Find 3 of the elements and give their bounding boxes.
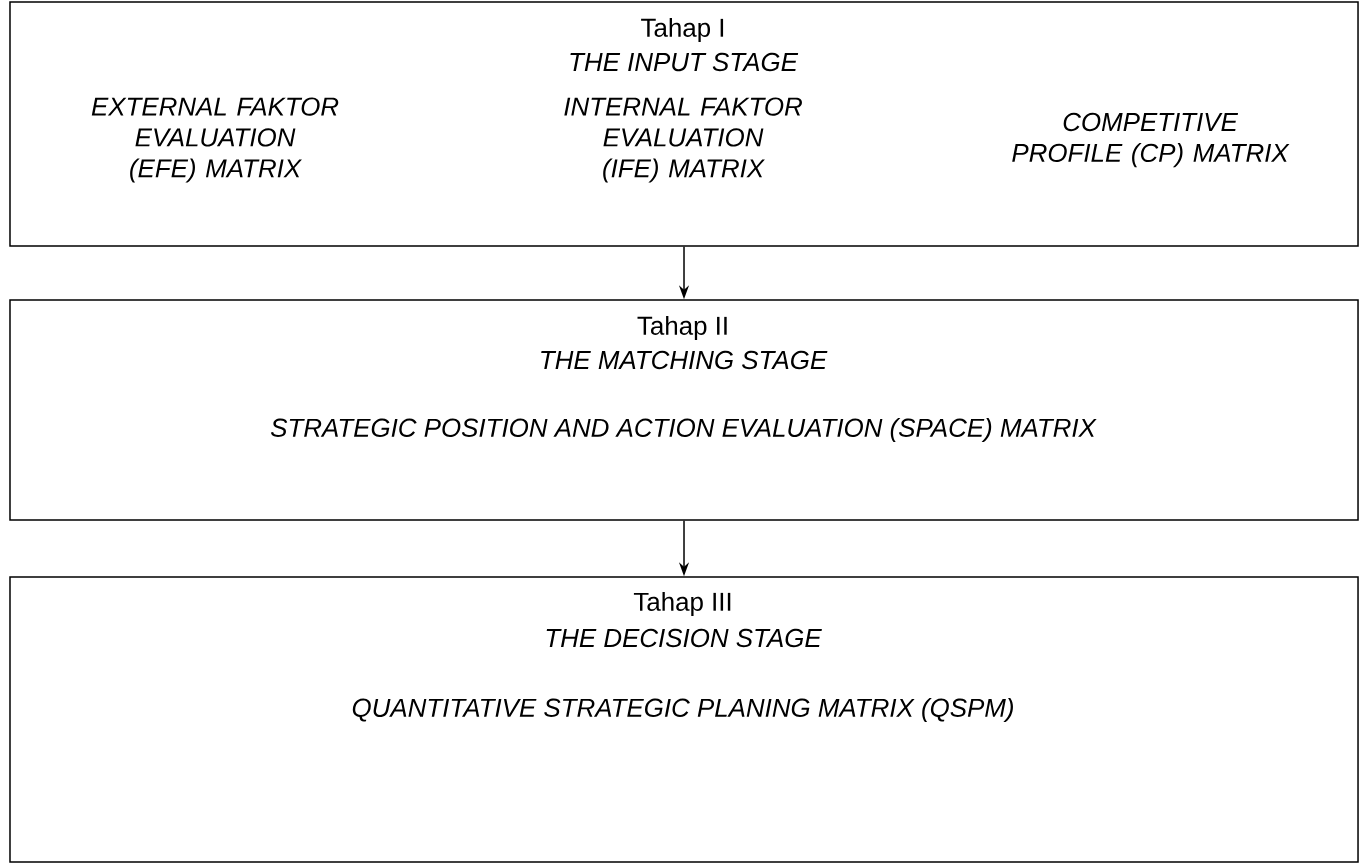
stage-box: Tahap II THE MATCHING STAGE STRATEGIC POSITION AND ACTION EVALUATION (SPACE) MATRIX — [9, 299, 1359, 521]
stage-box: Tahap I THE INPUT STAGE EXTERNAL FAKTOR EVALUATION (EFE) MATRIX INTERNAL FAKTOR EVALUATION (IFE) MATRIX COMPETITIVE PROFILE (CP) MATRIX — [9, 1, 1359, 247]
stage-box: Tahap III THE DECISION STAGE QUANTITATIVE STRATEGIC PLANING MATRIX (QSPM) — [9, 576, 1359, 863]
